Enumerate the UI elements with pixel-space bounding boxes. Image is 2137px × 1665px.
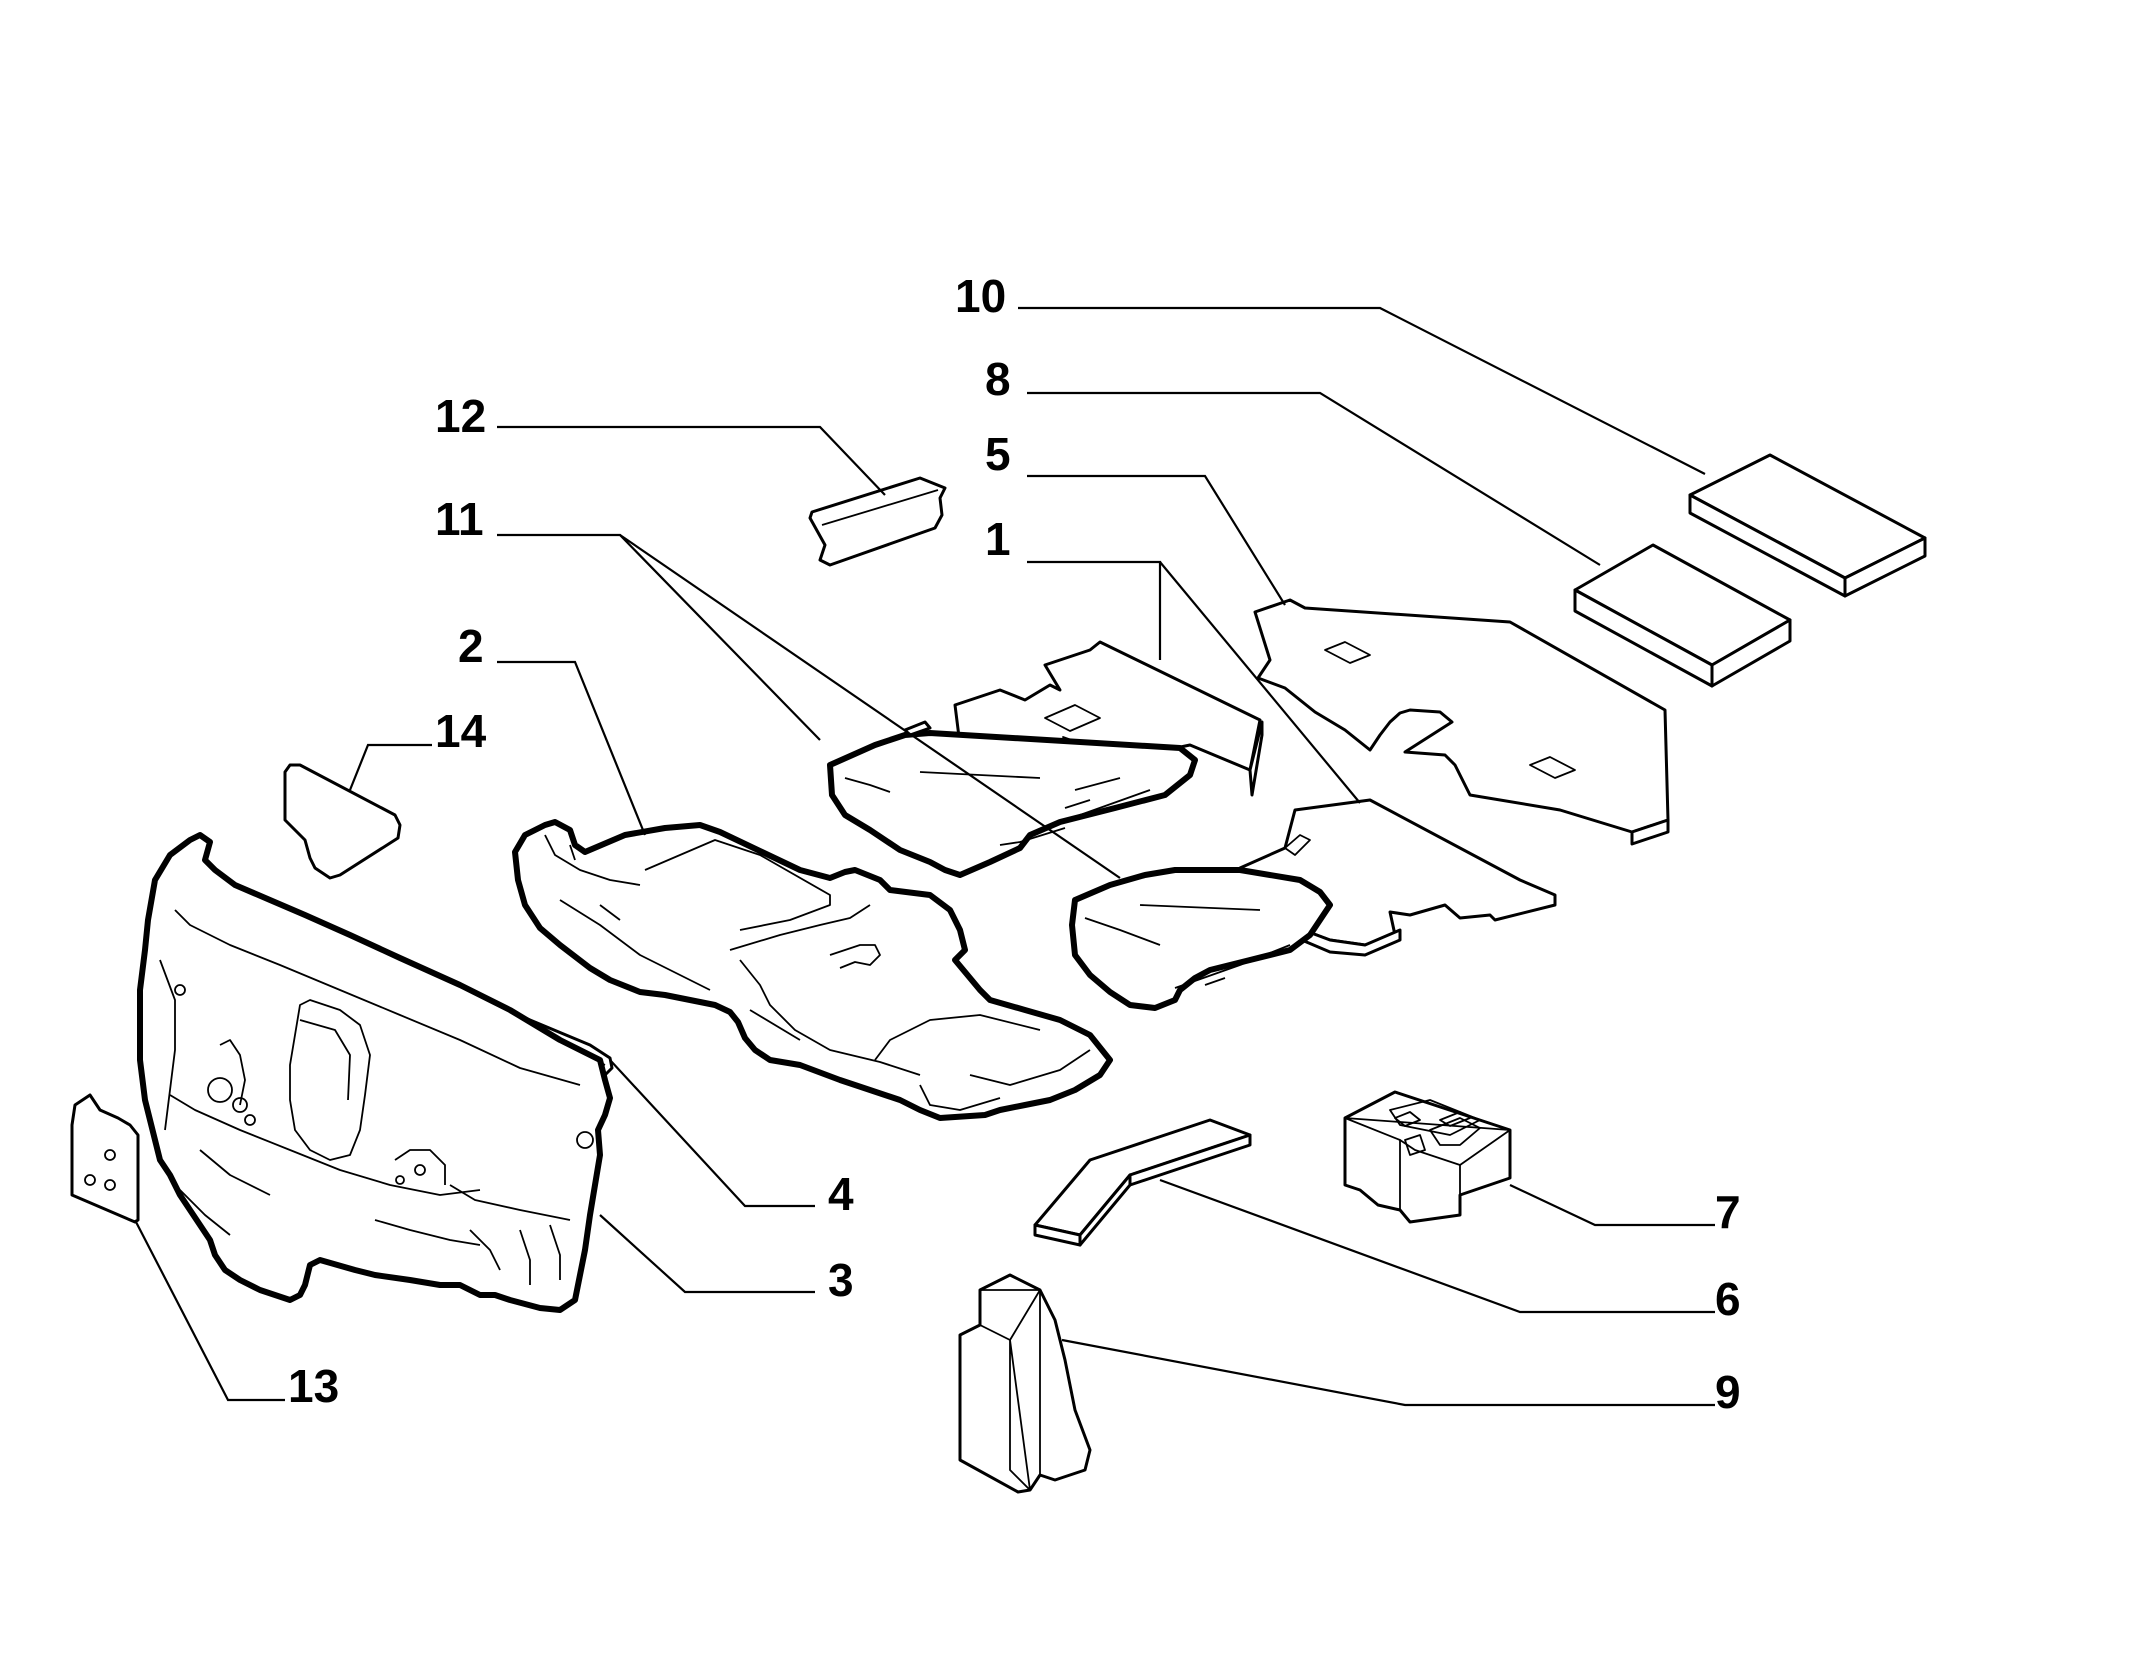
- callout-10: 10: [955, 270, 1006, 322]
- callout-6: 6: [1715, 1273, 1741, 1325]
- part-5-floor-mat: [1253, 598, 1670, 846]
- callout-14: 14: [435, 705, 487, 757]
- leader-lines: [134, 306, 1715, 1407]
- part-9-wedge: [958, 1273, 1092, 1494]
- callout-13: 13: [288, 1360, 339, 1412]
- callout-3: 3: [828, 1254, 854, 1306]
- callout-11: 11: [435, 493, 484, 545]
- part-2-insulation: [512, 819, 1113, 1121]
- callout-8: 8: [985, 353, 1011, 405]
- callout-2: 2: [458, 620, 484, 672]
- callout-9: 9: [1715, 1366, 1741, 1418]
- part-11-upper-mat: [827, 720, 1198, 878]
- part-3-dash-insulation: [137, 832, 613, 1313]
- callout-5: 5: [985, 428, 1011, 480]
- part-7-block: [1343, 1090, 1512, 1224]
- part-8-pad: [1573, 543, 1792, 688]
- callout-labels: 10 8 5 1 12 11 2 14 4 3 13 7 6 9: [288, 270, 1741, 1418]
- callout-4: 4: [828, 1168, 854, 1220]
- part-10-pad: [1688, 453, 1927, 598]
- part-13-plate: [70, 1093, 140, 1224]
- part-12-panel: [808, 476, 947, 567]
- callout-7: 7: [1715, 1186, 1741, 1238]
- callout-1: 1: [985, 513, 1011, 565]
- part-6-strip: [1033, 1118, 1252, 1247]
- callout-12: 12: [435, 390, 486, 442]
- part-14-bracket: [283, 763, 402, 880]
- part-11-lower-mat: [1069, 867, 1333, 1011]
